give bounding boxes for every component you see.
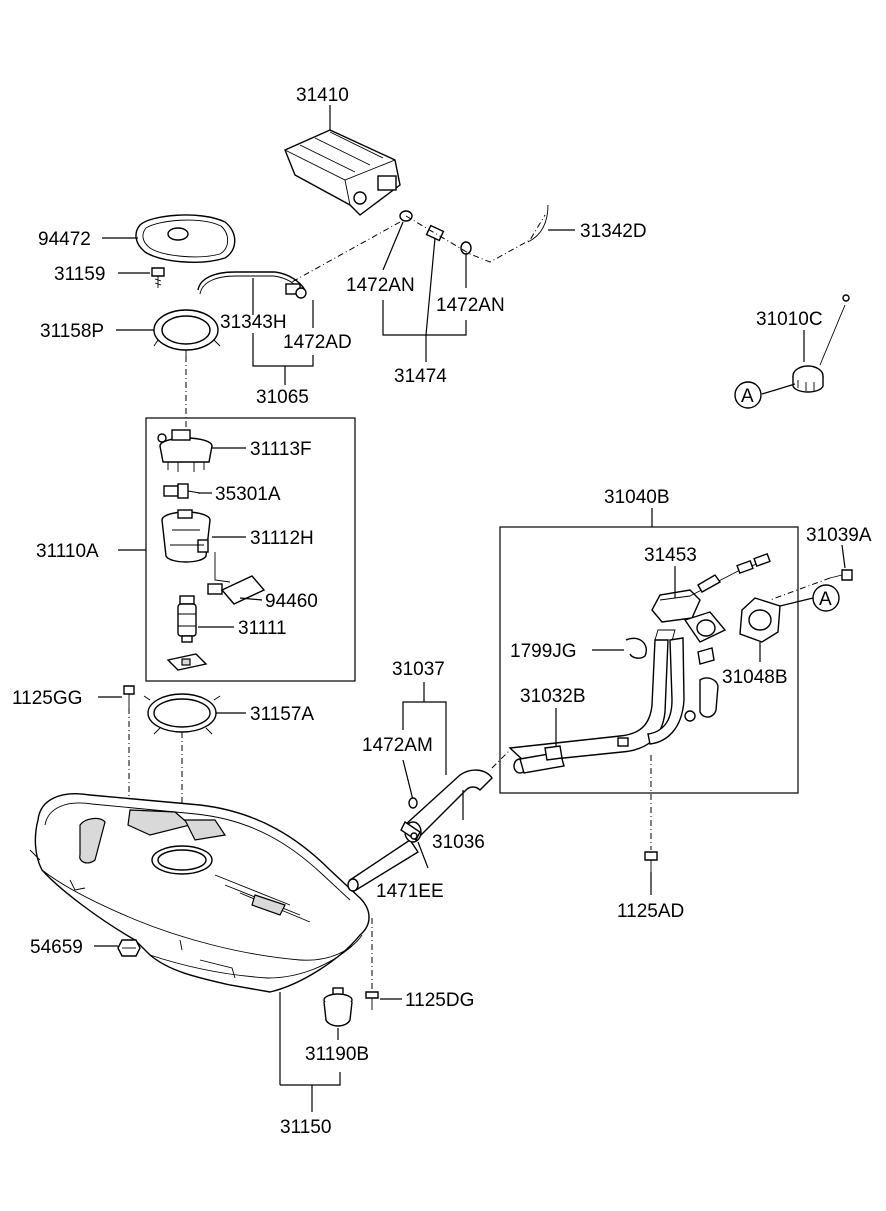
ring-31158P [153,309,221,356]
marker-a-right: A [819,589,832,610]
label-54659: 54659 [30,937,83,958]
label-31159: 31159 [54,264,105,285]
label-31065: 31065 [256,387,309,408]
cover-plate-94472 [135,214,236,263]
label-94460: 94460 [265,591,318,612]
gasket-31157A [143,693,221,735]
valve-31190B [323,987,353,1027]
screw-31039A [829,569,853,581]
label-31343H: 31343H [220,312,287,333]
label-1125AD: 1125AD [617,901,684,922]
hose-31036 [347,769,493,892]
reservoir-31112H [161,509,211,563]
label-31157A: 31157A [250,704,314,725]
wiring-94460 [207,552,266,605]
label-31037: 31037 [392,659,445,680]
label-35301A: 35301A [215,484,281,505]
label-31150: 31150 [280,1117,331,1138]
label-31036: 31036 [432,832,485,853]
clamp-1471EE [400,820,421,842]
label-31039A: 31039A [806,525,872,546]
clip-1799JG [625,637,647,659]
label-31190B: 31190B [305,1044,369,1065]
filler-pipe-31032B [508,629,685,774]
label-31474: 31474 [394,366,447,387]
label-1799JG: 1799JG [510,641,577,662]
label-94472: 94472 [38,229,91,250]
label-1472AN-a: 1472AN [346,275,415,296]
label-31342D: 31342D [580,221,647,242]
label-31010C: 31010C [756,309,823,330]
label-1472AN-b: 1472AN [436,295,505,316]
filler-neck-box [499,526,799,794]
hose-connectors [399,210,472,255]
filler-housing-31453 [651,552,771,623]
screw-31159 [151,267,165,288]
reference-marker-a-right [812,584,840,612]
label-31453: 31453 [644,545,697,566]
bolt-1125GG [123,685,135,708]
canister-31410 [284,129,401,216]
label-1471EE: 1471EE [376,881,444,902]
fuel-tank-31150 [29,793,370,993]
label-31410: 31410 [296,85,349,106]
reference-marker-a-left [734,381,762,409]
label-31032B: 31032B [520,686,586,707]
fuel-pump-31111 [177,595,197,643]
label-31048B: 31048B [722,667,788,688]
marker-a-left: A [741,386,754,407]
label-31111: 31111 [238,618,287,639]
label-1472AD: 1472AD [283,332,352,353]
label-1125DG: 1125DG [405,990,474,1011]
label-31110A: 31110A [36,541,99,562]
nut-54659 [117,939,141,957]
label-31158P: 31158P [40,321,104,342]
filler-door-assembly [683,611,727,722]
label-31113F: 31113F [250,439,312,460]
fuel-cap-31010C [792,294,850,393]
label-1472AM: 1472AM [362,735,433,756]
bolt-1125DG [365,991,379,1010]
pump-flange-31113F [157,429,213,472]
gasket-31048B [739,597,781,643]
bolt-1125AD [644,851,658,872]
label-1125GG: 1125GG [12,688,82,709]
label-31112H: 31112H [250,528,314,549]
label-31040B: 31040B [604,487,670,508]
sender-35301A [163,483,201,499]
